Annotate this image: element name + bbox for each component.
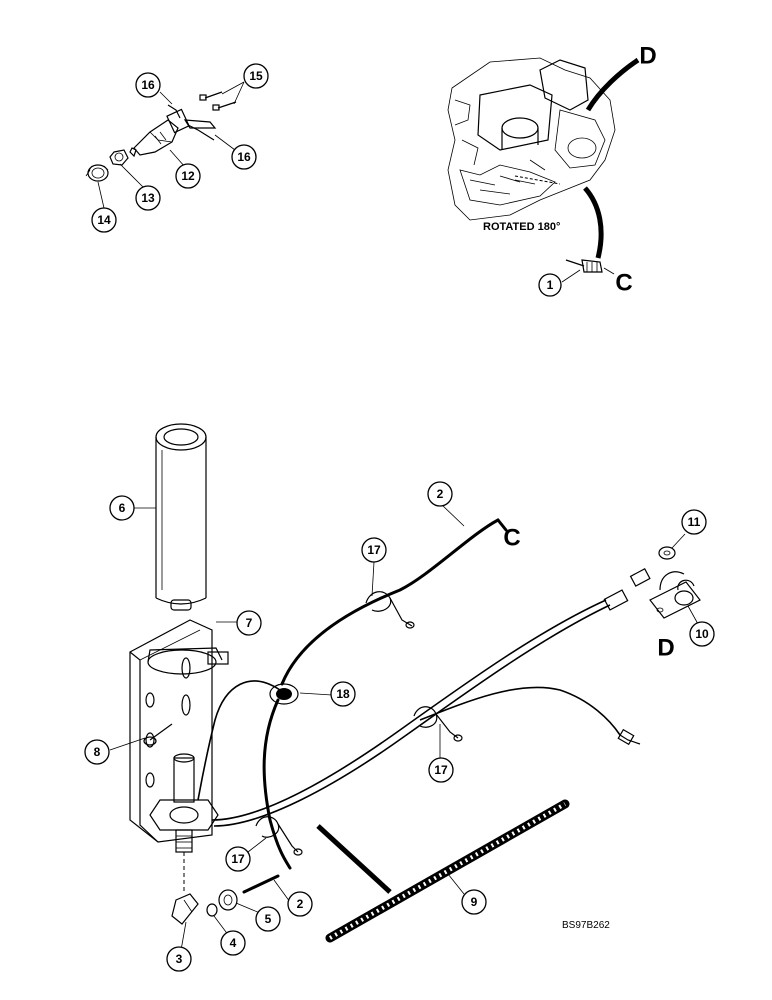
harness-icon bbox=[197, 518, 651, 870]
letter-c-cable: C bbox=[503, 525, 520, 552]
svg-text:16: 16 bbox=[237, 150, 251, 164]
svg-text:2: 2 bbox=[297, 897, 304, 911]
letter-c-engine: C bbox=[615, 270, 632, 297]
grommet-18-icon bbox=[269, 683, 299, 705]
svg-text:5: 5 bbox=[265, 912, 272, 926]
callout-16-lower: 16 bbox=[231, 144, 257, 170]
nut-5-icon bbox=[218, 889, 238, 911]
clip-17-lower-icon bbox=[255, 816, 303, 856]
bolt-8-icon bbox=[143, 723, 173, 746]
bottle-6-icon bbox=[155, 423, 207, 611]
callout-11: 11 bbox=[681, 509, 707, 535]
svg-text:16: 16 bbox=[141, 78, 155, 92]
elbow-fitting-3-icon bbox=[171, 893, 199, 925]
svg-text:17: 17 bbox=[434, 763, 448, 777]
callout-17-upper: 17 bbox=[361, 537, 387, 563]
nut-11-icon bbox=[658, 546, 676, 560]
svg-text:1: 1 bbox=[547, 278, 554, 292]
letter-d-engine: D bbox=[639, 43, 656, 70]
sensor-1-icon bbox=[565, 259, 603, 273]
callout-17-middle: 17 bbox=[428, 757, 454, 783]
conduit-9-icon bbox=[325, 799, 570, 943]
callout-10: 10 bbox=[689, 621, 715, 647]
nut-13-icon bbox=[109, 149, 129, 166]
svg-text:12: 12 bbox=[181, 169, 195, 183]
sensor-exploded-view bbox=[85, 81, 245, 209]
letter-d-switch: D bbox=[657, 635, 674, 662]
callout-2-upper: 2 bbox=[427, 481, 453, 507]
clip-17-middle-icon bbox=[413, 706, 463, 742]
svg-text:11: 11 bbox=[688, 515, 701, 529]
cap-14-icon bbox=[85, 164, 109, 182]
callout-4: 4 bbox=[220, 930, 246, 956]
callout-6: 6 bbox=[109, 495, 135, 521]
svg-text:4: 4 bbox=[230, 936, 237, 950]
svg-text:6: 6 bbox=[119, 501, 126, 515]
svg-text:18: 18 bbox=[336, 687, 350, 701]
bracket-icon bbox=[129, 619, 229, 843]
screws-15-icon bbox=[199, 91, 237, 111]
clip-17-upper-icon bbox=[365, 591, 415, 629]
callout-1: 1 bbox=[538, 273, 562, 297]
figure-code: BS97B262 bbox=[562, 920, 610, 931]
svg-text:2: 2 bbox=[437, 487, 444, 501]
fitting-4-icon bbox=[206, 903, 218, 917]
callout-3: 3 bbox=[166, 946, 192, 972]
svg-text:13: 13 bbox=[141, 191, 155, 205]
svg-text:17: 17 bbox=[231, 852, 245, 866]
callout-9: 9 bbox=[461, 889, 487, 915]
callout-8: 8 bbox=[84, 739, 110, 765]
callout-12: 12 bbox=[175, 163, 201, 189]
svg-text:10: 10 bbox=[695, 627, 709, 641]
svg-text:9: 9 bbox=[471, 895, 478, 909]
svg-text:8: 8 bbox=[94, 745, 101, 759]
callout-2-lower: 2 bbox=[287, 891, 313, 917]
engine-inset bbox=[447, 57, 640, 283]
heater-element-icon bbox=[149, 753, 219, 853]
callout-15: 15 bbox=[243, 63, 269, 89]
callout-5: 5 bbox=[255, 906, 281, 932]
callout-16-upper: 16 bbox=[135, 72, 161, 98]
callout-13: 13 bbox=[135, 185, 161, 211]
callout-17-lower: 17 bbox=[225, 846, 251, 872]
svg-text:15: 15 bbox=[249, 69, 263, 83]
rotated-note: ROTATED 180° bbox=[483, 221, 560, 233]
svg-text:17: 17 bbox=[367, 543, 381, 557]
switch-10-icon bbox=[649, 571, 701, 619]
svg-text:14: 14 bbox=[97, 213, 111, 227]
callout-14: 14 bbox=[91, 207, 117, 233]
svg-text:3: 3 bbox=[176, 952, 183, 966]
engine-block-icon bbox=[447, 57, 616, 221]
callout-7: 7 bbox=[236, 610, 262, 636]
callout-18: 18 bbox=[330, 681, 356, 707]
svg-text:7: 7 bbox=[246, 616, 253, 630]
